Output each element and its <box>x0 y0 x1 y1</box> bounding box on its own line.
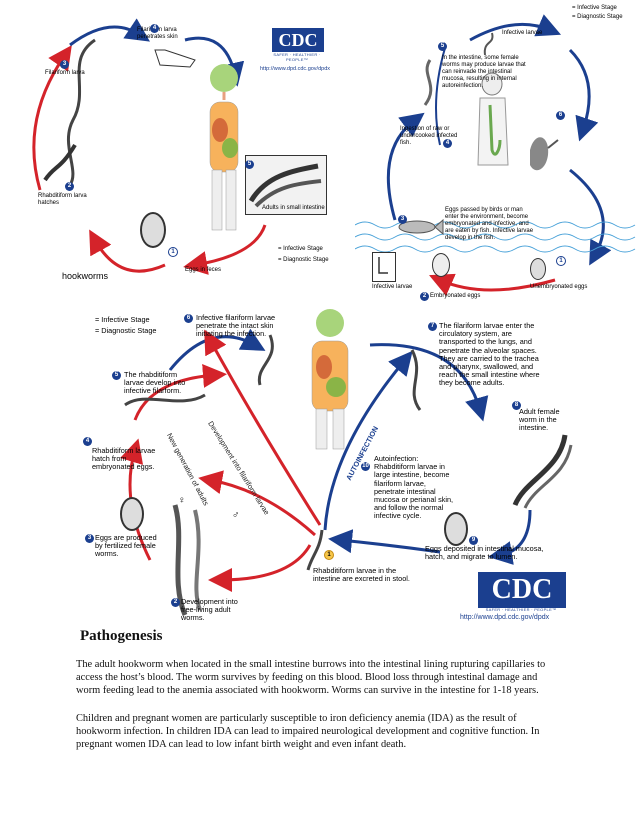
bottom-badge-7: 7 <box>428 322 437 331</box>
step-1-text: Rhabditiform larvae in the intestine are… <box>313 566 410 584</box>
larva-inset <box>372 252 396 282</box>
filariform-larva-illustration <box>67 38 96 186</box>
label-adults-intestine: Adults in small intestine <box>262 205 325 211</box>
rhabditiform-larva-illustration <box>43 143 77 182</box>
infective-larva-illustration <box>483 32 494 56</box>
caption-hookworms: hookworms <box>62 271 109 281</box>
bottom-badge-8: 8 <box>512 401 521 410</box>
step-3-text: Eggs are produced by fertilized female w… <box>95 533 157 559</box>
label-eggs-feces: Eggs in feces <box>185 267 222 273</box>
fish-step-badge-6: 6 <box>556 111 565 120</box>
step-8-text: Adult female worm in the intestine. <box>519 407 560 433</box>
label-infective-larvae-bottom: Infective larvae <box>372 284 413 290</box>
step-badge-2: 2 <box>65 182 74 191</box>
bottom-badge-6: 6 <box>184 314 193 323</box>
unembryonated-egg-illustration <box>530 258 546 280</box>
label-filariform-penetrates: Filariform larva penetrates skin <box>137 27 178 40</box>
step-4-text: Rhabditiform larvae hatch from embryonat… <box>92 446 156 472</box>
egg-illustration-embryonated <box>120 497 144 531</box>
cdc-url-bottom[interactable]: http://www.dpd.cdc.gov/dpdx <box>460 614 550 621</box>
legend-infective-top-left: = Infective Stage <box>278 246 323 252</box>
step-badge-1: 1 <box>168 247 178 257</box>
step-7-text: The filariform larvae enter the circulat… <box>439 321 540 388</box>
step-9-text: Eggs deposited in intestinal mucosa, hat… <box>425 544 544 562</box>
step-2-text: Development into free-living adult worms… <box>181 597 238 623</box>
filariform-larva-right <box>410 349 422 411</box>
section-heading: Pathogenesis <box>80 628 163 644</box>
embryonated-egg-illustration <box>432 253 450 277</box>
bottom-badge-5: 5 <box>112 371 121 380</box>
legend-diagnostic-top-right: = Diagnostic Stage <box>572 14 623 20</box>
label-infective-larvae: Infective larvae <box>502 30 543 36</box>
cdc-logo-text-bottom: CDC <box>478 572 566 608</box>
label-eggs-passed: Eggs passed by birds or man enter the en… <box>445 207 534 241</box>
step-10-text: Autoinfection: Rhabditiform larvae in la… <box>374 454 454 521</box>
fish-step-badge-5: 5 <box>438 42 447 51</box>
bottom-badge-3: 3 <box>85 534 94 543</box>
bird-illustration <box>530 137 559 171</box>
bottom-badge-1: 1 <box>324 550 334 560</box>
label-filariform-larva: Filariform larva <box>45 70 85 76</box>
fish-step-badge-4: 4 <box>443 139 452 148</box>
egg-illustration-intestinal <box>444 512 468 546</box>
legend-infective-bottom: = Infective Stage <box>95 315 150 324</box>
legend-diagnostic-top-left: = Diagnostic Stage <box>278 257 329 263</box>
label-rhabditiform-hatches: Rhabditiform larva hatches <box>38 193 87 206</box>
free-living-adults-illustration <box>172 504 202 616</box>
step-5-text: The rhabditiform larvae develop into inf… <box>124 370 186 396</box>
cdc-tagline-bottom: SAFER · HEALTHIER · PEOPLE™ <box>485 607 557 612</box>
foot-illustration <box>154 49 196 68</box>
rhabditiform-larva-left <box>124 393 206 407</box>
step-badge-4: 4 <box>150 24 159 33</box>
cdc-logo-text: CDC <box>272 28 324 52</box>
human-body-illustration-bottom <box>311 309 349 450</box>
step-badge-5: 5 <box>245 160 254 169</box>
bottom-badge-10: 10 <box>361 462 370 471</box>
fish-cycle-arrows <box>386 14 612 296</box>
adults-in-intestine-inset <box>245 155 327 215</box>
human-body-illustration <box>209 64 239 231</box>
human-torso-illustration <box>477 72 509 166</box>
label-embryonated-eggs: Embryonated eggs <box>430 293 481 299</box>
label-autoreinfection: In the intestine, some female worms may … <box>442 55 526 89</box>
bottom-badge-4: 4 <box>83 437 92 446</box>
paragraph-1: The adult hookworm when located in the s… <box>76 659 546 696</box>
rhabditiform-larva-stool <box>306 529 324 571</box>
cdc-url-top[interactable]: http://www.dpd.cdc.gov/dpdx <box>260 66 331 72</box>
filariform-larva-bottom <box>257 334 274 386</box>
label-ingestion: Ingestion of raw or undercooked infected… <box>400 126 458 146</box>
label-unembryonated-eggs: Unembryonated eggs <box>530 284 588 290</box>
legend-infective-top-right: = Infective Stage <box>572 5 617 11</box>
bottom-badge-9: 9 <box>469 536 478 545</box>
paragraph-2: Children and pregnant women are particul… <box>76 713 540 750</box>
step-6-text: Infective filariform larvae penetrate th… <box>196 313 276 339</box>
step-badge-3: 3 <box>60 60 69 69</box>
fish-step-badge-1: 1 <box>556 256 566 266</box>
bottom-badge-2: 2 <box>171 598 180 607</box>
cdc-tagline: SAFER · HEALTHIER · PEOPLE™ <box>273 52 321 62</box>
male-symbol: ♂ <box>232 510 240 521</box>
adult-female-worm-illustration <box>512 434 573 509</box>
fish-step-badge-2: 2 <box>420 292 429 301</box>
fish-illustration <box>398 218 444 236</box>
fish-step-badge-3: 3 <box>398 215 407 224</box>
egg-illustration <box>140 212 166 248</box>
legend-diagnostic-bottom: = Diagnostic Stage <box>95 326 157 335</box>
female-symbol: ♀ <box>178 495 186 506</box>
coiled-worms-illustration <box>423 59 433 106</box>
strongyloides-cycle-arrows <box>120 328 532 592</box>
